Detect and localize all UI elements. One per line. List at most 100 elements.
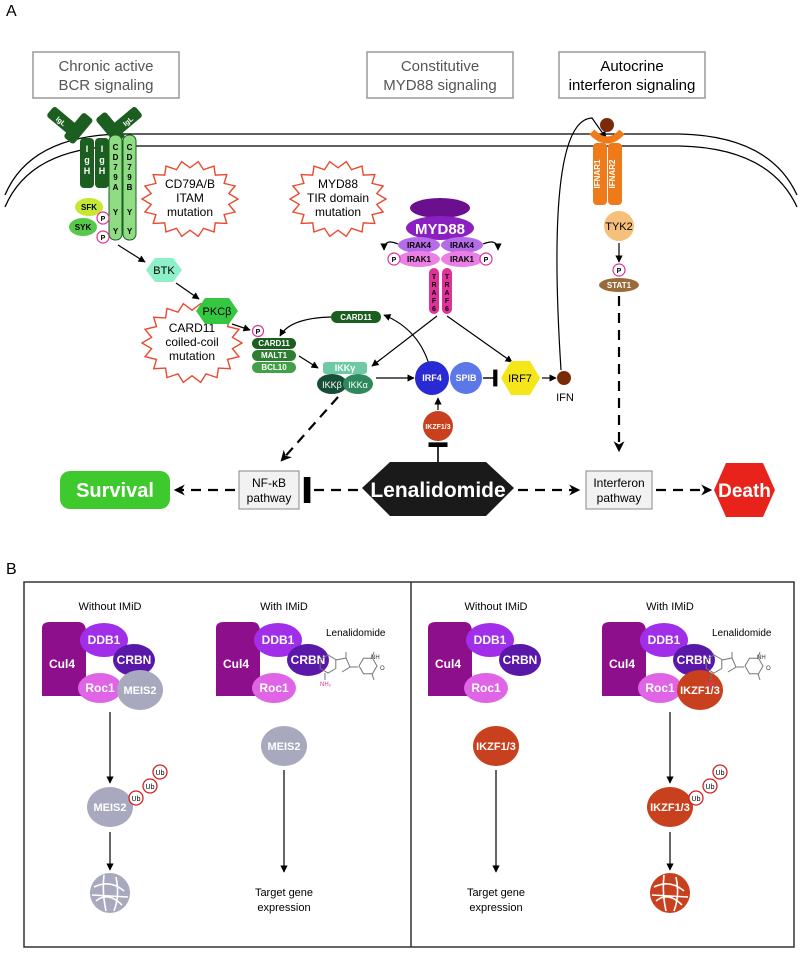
irf4-node: IRF4 [415,361,449,395]
svg-text:R: R [431,282,436,289]
svg-text:P: P [101,235,106,242]
svg-text:MYD88: MYD88 [318,177,358,191]
ubiquitin-label: Ub [132,796,141,803]
svg-text:IRAK4: IRAK4 [450,241,475,250]
ubiquitinated-substrate-label: MEIS2 [93,802,126,814]
bound-substrate-label: MEIS2 [123,685,156,697]
svg-text:F: F [432,298,437,305]
free-substrate-label: IKZF1/3 [476,741,516,753]
svg-text:SPIB: SPIB [455,373,477,383]
roc1-label: Roc1 [85,681,115,695]
arrow-traf6-irf7 [446,315,513,363]
svg-text:mutation: mutation [315,205,361,219]
svg-text:mutation: mutation [167,205,213,219]
ubiquitin-label: Ub [156,770,165,777]
sfk-node: SFK [75,198,103,216]
svg-text:CD79A/B: CD79A/B [165,177,215,191]
svg-text:Y: Y [127,227,133,236]
roc1-label: Roc1 [471,681,501,695]
ifn-node: IFN [556,371,574,404]
death-node: Death [714,463,775,517]
arrow-btk-pkcb [175,282,200,300]
arrow-card11-cbm [279,316,332,337]
roc1-subunit [464,673,508,703]
nh2-label: NH₂ [320,682,332,688]
header-ifn-line2: interferon signaling [569,77,696,94]
svg-text:A: A [113,183,119,192]
panel-b-label: B [6,561,17,578]
svg-text:TYK2: TYK2 [605,221,633,233]
ubiquitinated-substrate-label: IKZF1/3 [650,802,690,814]
panel-b-left-with: With IMiDCul4DDB1CRBNRoc1LenalidomideNH₂… [216,601,386,914]
ubiquitin-2 [142,778,158,794]
ifn-pathway-box: Interferon pathway [585,470,653,510]
cbm-card11: CARD11 [258,339,290,348]
ikk-alpha: IKKα [348,380,368,390]
svg-text:T: T [445,274,450,281]
ubiquitin-2 [702,778,718,794]
phospho-cd79: P P [96,211,110,244]
o-label: O [380,666,385,672]
cell-membrane [4,133,798,208]
panel-b-frame [23,581,795,948]
svg-text:Lenalidomide: Lenalidomide [370,479,505,502]
nh-label: NH [757,655,766,661]
ddb1-label: DDB1 [648,633,681,647]
crbn-label: CRBN [291,653,326,667]
ddb1-label: DDB1 [262,633,295,647]
condition-title: With IMiD [260,601,308,613]
svg-text:pathway: pathway [597,491,642,505]
svg-text:pathway: pathway [247,491,292,505]
ubiquitinated-substrate [647,787,693,827]
svg-text:B: B [127,183,133,192]
survival-node: Survival [60,471,170,509]
condition-title: Without IMiD [465,601,528,613]
arrow-irf4-card11 [383,314,431,369]
irf7-node: IRF7 [501,361,540,395]
svg-text:CARD11: CARD11 [169,321,216,335]
free-substrate-label: MEIS2 [267,741,300,753]
pkcb-node: PKCβ [196,298,238,324]
header-bcr-line2: BCR signaling [58,77,153,94]
svg-text:R: R [444,282,449,289]
crbn-label: CRBN [117,653,152,667]
arrow-pkcb-cbm [231,323,251,332]
svg-text:Y: Y [113,208,119,217]
lenalidomide-structure [705,651,764,681]
svg-text:I: I [101,144,104,154]
svg-text:A: A [444,290,449,297]
cul4-subunit [602,622,646,696]
spib-node: SPIB [450,362,482,394]
roc1-subunit [252,673,296,703]
crbn-subunit [113,644,155,676]
svg-text:SFK: SFK [81,203,97,212]
svg-text:Death: Death [718,481,771,502]
svg-text:6: 6 [432,306,436,313]
arrow-ifn-receptor [556,117,607,371]
svg-text:T: T [432,274,437,281]
ubiquitin-label: Ub [716,770,725,777]
bcr-complex: IgL IgL I g H I g H [47,106,142,244]
bound-substrate [117,670,163,710]
igh-left: I g H [64,113,94,188]
ikk-gamma: IKKγ [335,363,356,373]
svg-text:9: 9 [113,173,118,182]
outcome-line2: expression [469,902,522,914]
ubiquitinated-substrate [87,787,133,827]
header-myd88: Constitutive MYD88 signaling [366,51,514,99]
crbn-subunit [499,644,541,676]
ifnar2-label: IFNAR2 [608,159,617,188]
svg-text:IRF7: IRF7 [508,373,532,385]
ubiquitin-label: Ub [146,784,155,791]
cd79b: C D 7 9 B Y Y [122,134,137,241]
degraded-protein [90,873,130,913]
header-bcr: Chronic active BCR signaling [32,51,180,99]
outcome-line1: Target gene [255,887,313,899]
ikk-beta: IKKβ [322,380,342,390]
crbn-label: CRBN [503,653,538,667]
svg-text:P: P [392,257,397,264]
cul4-label: Cul4 [223,657,249,671]
ikzf-node-a: IKZF1/3 [423,411,453,441]
